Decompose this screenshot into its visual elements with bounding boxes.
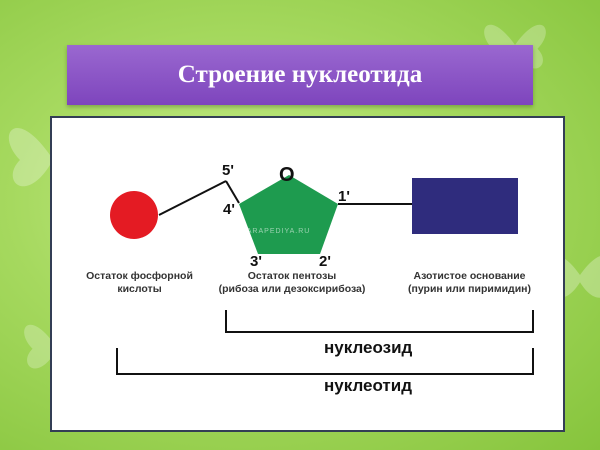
pentose-label-line1: Остаток пентозы <box>247 270 337 282</box>
phosphate-bond-line <box>158 180 227 216</box>
carbon-4-label: 4' <box>223 201 235 218</box>
title-banner: Строение нуклеотида <box>67 45 533 105</box>
base-label-line2: (пурин или пиримидин) <box>407 283 531 295</box>
nucleotide-bracket <box>116 348 534 375</box>
base-label: Азотистое основание (пурин или пиримидин… <box>392 270 547 296</box>
phosphate-label: Остаток фосфорной кислоты <box>77 270 202 296</box>
pentose-label-line2: (рибоза или дезоксирибоза) <box>218 283 366 295</box>
watermark: TARAPEDIYA.RU <box>242 228 311 235</box>
phosphate-circle <box>110 191 158 239</box>
base-rectangle <box>412 178 518 234</box>
phosphate-label-line2: кислоты <box>117 283 162 295</box>
carbon-3-label: 3' <box>250 253 262 270</box>
base-label-line1: Азотистое основание <box>413 270 526 282</box>
carbon-5-label: 5' <box>222 162 234 179</box>
ring-oxygen-label: O <box>279 164 295 186</box>
nucleoside-label: нуклеозид <box>324 338 413 357</box>
nucleotide-diagram <box>110 175 534 375</box>
nucleoside-bracket <box>225 310 534 333</box>
carbon-1-label: 1' <box>338 188 350 205</box>
c5-bond-line <box>225 180 240 204</box>
pentose-label: Остаток пентозы (рибоза или дезоксирибоз… <box>207 270 377 296</box>
pentose-pentagon <box>239 175 338 254</box>
slide-title: Строение нуклеотида <box>177 61 423 88</box>
phosphate-label-line1: Остаток фосфорной <box>86 270 193 282</box>
diagram-panel: O 5' 4' 1' 3' 2' TARAPEDIYA.RU Остаток ф… <box>50 116 565 432</box>
carbon-2-label: 2' <box>319 253 331 270</box>
nucleotide-label: нуклеотид <box>324 376 412 395</box>
